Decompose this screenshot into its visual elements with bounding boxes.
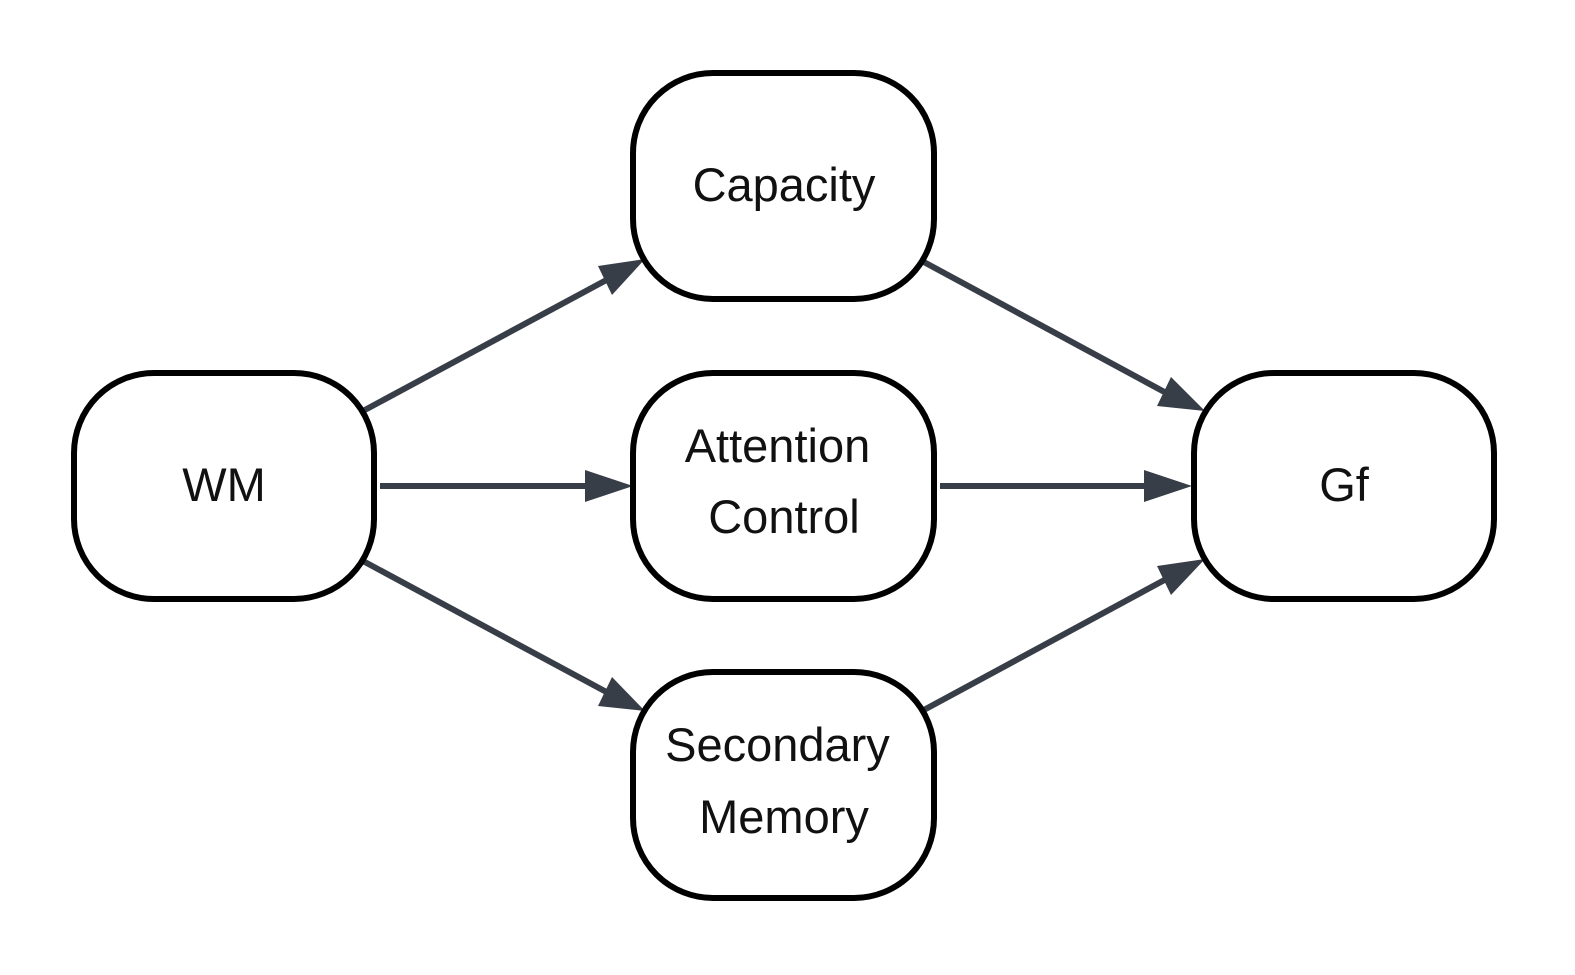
- node-secondary-memory-label-line-1: Secondary: [665, 718, 890, 771]
- edges: [361, 258, 1205, 714]
- node-gf-box: [1191, 370, 1497, 602]
- node-secondary-memory: Secondary Memory: [630, 669, 937, 901]
- node-capacity: Capacity: [630, 70, 937, 302]
- node-gf-label-line-1: Gf: [1319, 458, 1370, 511]
- node-secondary-memory-label-line-2: Memory: [699, 790, 869, 843]
- node-gf-label: Gf: [1319, 458, 1370, 511]
- node-wm-label-line-1: WM: [182, 458, 266, 511]
- node-secondary-memory-box: [630, 669, 937, 901]
- node-attention-control-label-line-2: Control: [708, 490, 860, 543]
- node-wm-label: WM: [182, 458, 266, 511]
- edge-capacity-to-gf: [920, 258, 1205, 411]
- edge-secondary-memory-to-gf: [920, 559, 1205, 714]
- node-capacity-box: [630, 70, 937, 302]
- node-attention-control-label-line-1: Attention: [685, 419, 871, 472]
- node-attention-control-label: Attention Control: [685, 419, 884, 543]
- edge-wm-to-capacity: [361, 259, 645, 414]
- node-gf: Gf: [1191, 370, 1497, 602]
- node-wm: WM: [71, 370, 377, 602]
- node-capacity-label-line-1: Capacity: [693, 158, 876, 211]
- node-wm-box: [71, 370, 377, 602]
- edge-attention-control-to-gf: [940, 470, 1192, 502]
- node-capacity-label: Capacity: [693, 158, 876, 211]
- node-secondary-memory-label: Secondary Memory: [665, 718, 903, 843]
- edge-wm-to-secondary-memory: [361, 558, 645, 711]
- node-attention-control-box: [630, 370, 937, 602]
- edge-wm-to-attention-control: [380, 470, 633, 502]
- node-attention-control: Attention Control: [630, 370, 937, 602]
